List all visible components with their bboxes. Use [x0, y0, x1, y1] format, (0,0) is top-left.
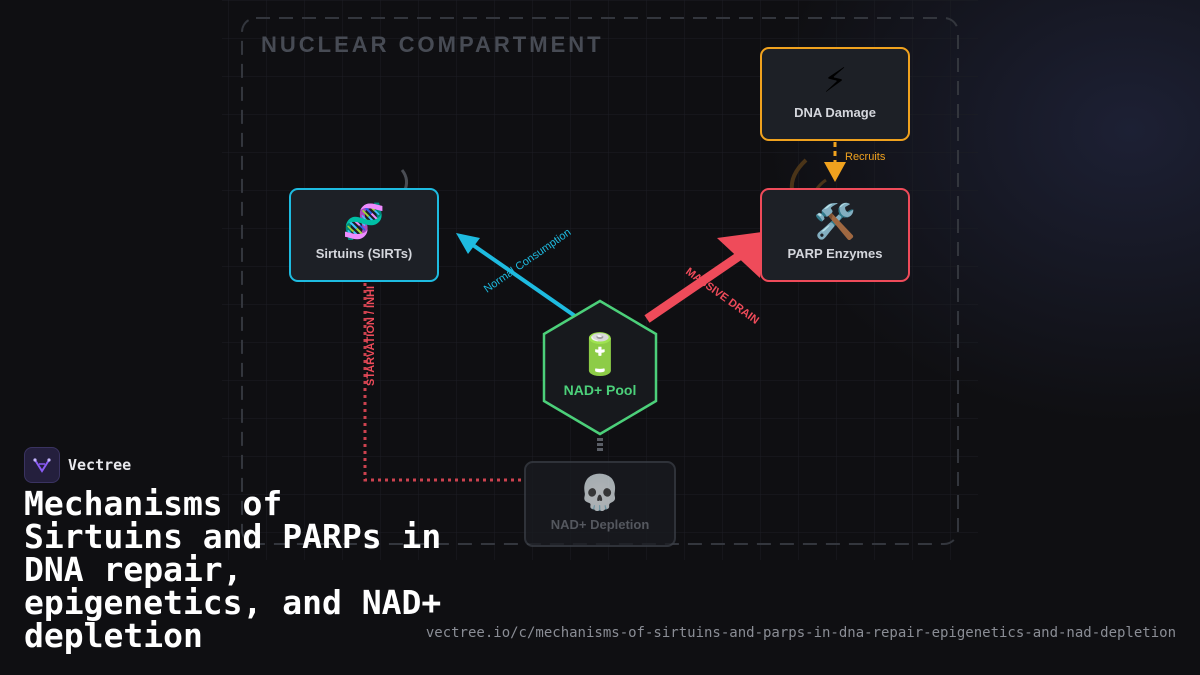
node-dna-damage-label: DNA Damage [794, 105, 876, 120]
page-title: Mechanisms of Sirtuins and PARPs in DNA … [24, 484, 442, 655]
edge-normal-consumption-arrowhead [456, 233, 480, 254]
edge-massive-drain [644, 248, 748, 323]
brand-name: Vectree [68, 456, 132, 474]
node-parp-label: PARP Enzymes [787, 246, 883, 261]
edge-starvation-label: STARVATION / INHI [365, 286, 377, 386]
battery-icon: 🔋 [575, 332, 625, 378]
node-sirtuins[interactable]: 🧬 Sirtuins (SIRTs) [289, 188, 439, 282]
vectree-logo-icon [24, 447, 60, 483]
edge-massive-drain-arrowhead [717, 232, 762, 278]
brand[interactable]: Vectree [24, 447, 131, 483]
node-nad-pool-label[interactable]: NAD+ Pool [563, 382, 637, 398]
dna-helix-icon: 🧬 [342, 202, 386, 242]
skull-icon: 💀 [578, 473, 622, 513]
edge-recruits-arrowhead [824, 162, 846, 182]
tools-icon: 🛠️ [813, 202, 857, 242]
node-dna-damage[interactable]: ⚡ DNA Damage [760, 47, 910, 141]
edge-normal-consumption [468, 241, 577, 318]
edge-recruits-label: Recruits [845, 151, 886, 163]
node-parp-enzymes[interactable]: 🛠️ PARP Enzymes [760, 188, 910, 282]
edge-starvation [363, 283, 524, 482]
node-sirtuins-label: Sirtuins (SIRTs) [315, 246, 413, 261]
parp-loop-arc [789, 158, 808, 191]
node-nad-depletion[interactable]: 💀 NAD+ Depletion [524, 461, 676, 547]
page-url[interactable]: vectree.io/c/mechanisms-of-sirtuins-and-… [425, 625, 1176, 641]
compartment-title: NUCLEAR COMPARTMENT [261, 32, 604, 57]
node-nad-depletion-label: NAD+ Depletion [550, 517, 650, 532]
lightning-icon: ⚡ [823, 61, 847, 101]
nad-pool-hexagon [542, 299, 658, 436]
